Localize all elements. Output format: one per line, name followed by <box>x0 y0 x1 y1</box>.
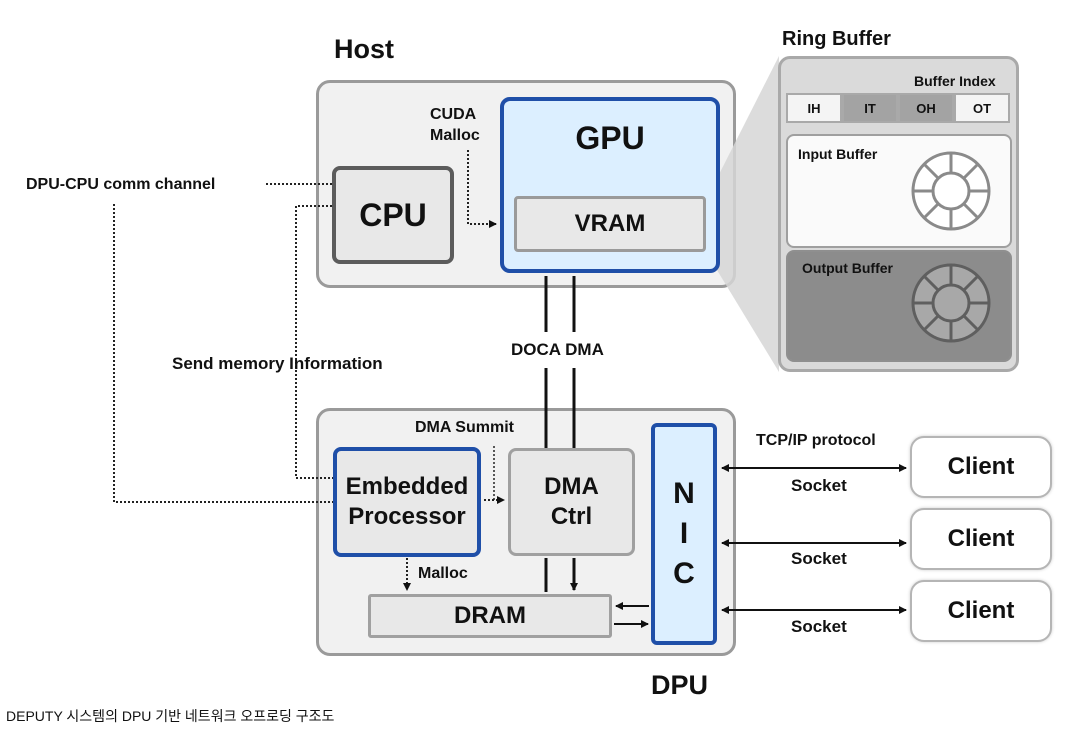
socket-label-1: Socket <box>791 476 847 495</box>
nic-letter: N <box>673 477 695 510</box>
cpu-box: CPU <box>332 166 454 264</box>
client-box: Client <box>910 508 1052 570</box>
dma-summit-label: DMA Summit <box>415 419 514 436</box>
gpu-label: GPU <box>575 120 645 156</box>
socket-label-3: Socket <box>791 617 847 636</box>
nic-letter: I <box>679 517 689 550</box>
index-ot: OT <box>954 93 1010 123</box>
client-box: Client <box>910 580 1052 642</box>
vram-box: VRAM <box>514 196 706 252</box>
dma-ctrl-box: DMA Ctrl <box>508 448 635 556</box>
socket-label-2: Socket <box>791 549 847 568</box>
cuda-malloc-arrow <box>467 150 497 228</box>
malloc-label: Malloc <box>418 565 468 582</box>
output-ring-icon <box>911 263 991 343</box>
dram-box: DRAM <box>368 594 612 638</box>
host-title: Host <box>334 34 394 64</box>
send-memory-path <box>295 205 333 479</box>
output-buffer-label: Output Buffer <box>802 260 893 276</box>
input-ring-icon <box>911 151 991 231</box>
comm-channel-path <box>113 204 333 503</box>
embedded-processor-box: Embedded Processor <box>333 447 481 557</box>
index-oh: OH <box>898 93 954 123</box>
input-buffer-label: Input Buffer <box>798 146 878 162</box>
cuda-malloc-label: CUDA Malloc <box>430 106 480 144</box>
buffer-index-label: Buffer Index <box>914 73 996 89</box>
index-ih: IH <box>786 93 842 123</box>
index-it: IT <box>842 93 898 123</box>
tcp-ip-label: TCP/IP protocol <box>756 432 876 449</box>
nic-letter: C <box>673 557 695 590</box>
client-box: Client <box>910 436 1052 498</box>
dpu-cpu-channel-label: DPU-CPU comm channel <box>26 176 216 193</box>
send-memory-label: Send memory Information <box>172 354 383 373</box>
ring-buffer-title: Ring Buffer <box>782 28 891 50</box>
ring-buffer-callout <box>706 56 779 372</box>
nic-box: N I C <box>651 423 717 645</box>
dpu-title: DPU <box>651 670 709 700</box>
figure-caption: DEPUTY 시스템의 DPU 기반 네트워크 오프로딩 구조도 <box>6 708 335 724</box>
doca-dma-label: DOCA DMA <box>511 340 604 359</box>
